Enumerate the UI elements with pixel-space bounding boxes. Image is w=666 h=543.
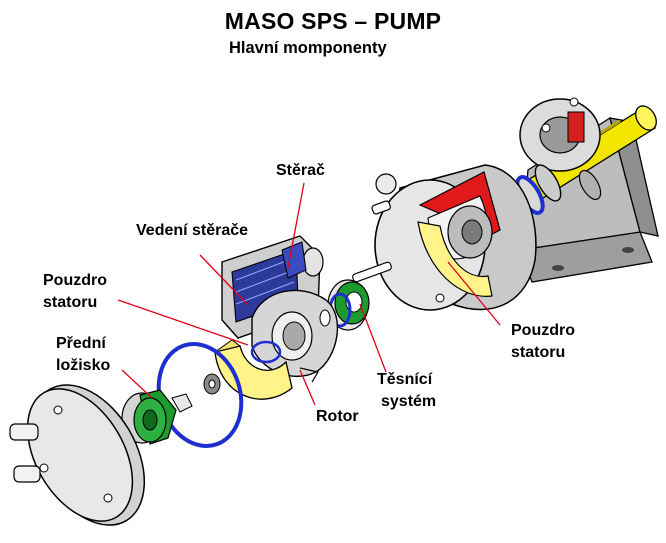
leader-line-vedeni-sterace (199, 254, 249, 306)
label-rotor: Rotor (316, 408, 359, 425)
label-sterac: Stěrač (276, 162, 325, 179)
leader-line-rotor (299, 369, 316, 406)
leader-line-pouzdro-statoru-left (117, 299, 249, 346)
label-tesnici-system-line2: systém (381, 393, 437, 410)
rotor (251, 289, 339, 383)
front-bearing (121, 373, 221, 445)
front-cover (9, 384, 146, 526)
leader-lines (117, 182, 501, 406)
label-vedeni-sterace: Vedení stěrače (136, 222, 249, 239)
label-pouzdro-statoru-right-line1: Pouzdro (511, 322, 575, 339)
leader-line-pouzdro-statoru-right (447, 261, 501, 326)
diagram-title: MASO SPS – PUMP (224, 8, 442, 34)
leader-line-tesnici-system (359, 303, 387, 373)
diagram-subtitle: Hlavní momponenty (229, 39, 387, 57)
label-pouzdro-statoru-left-line2: statoru (43, 294, 98, 311)
label-predni-lozisko-line1: Přední (56, 335, 106, 352)
stator-sleeve (214, 339, 293, 400)
label-tesnici-system-line1: Těsnící (377, 371, 433, 388)
label-pouzdro-statoru-left-line1: Pouzdro (43, 272, 107, 289)
leader-line-predni-lozisko (121, 369, 153, 399)
label-predni-lozisko-line2: ložisko (56, 357, 111, 374)
pump-housing (371, 164, 537, 311)
seal-system (327, 261, 392, 331)
leader-line-sterac (287, 182, 305, 269)
bearing-housing-flange (519, 97, 601, 172)
label-pouzdro-statoru-right-line2: statoru (511, 344, 566, 361)
